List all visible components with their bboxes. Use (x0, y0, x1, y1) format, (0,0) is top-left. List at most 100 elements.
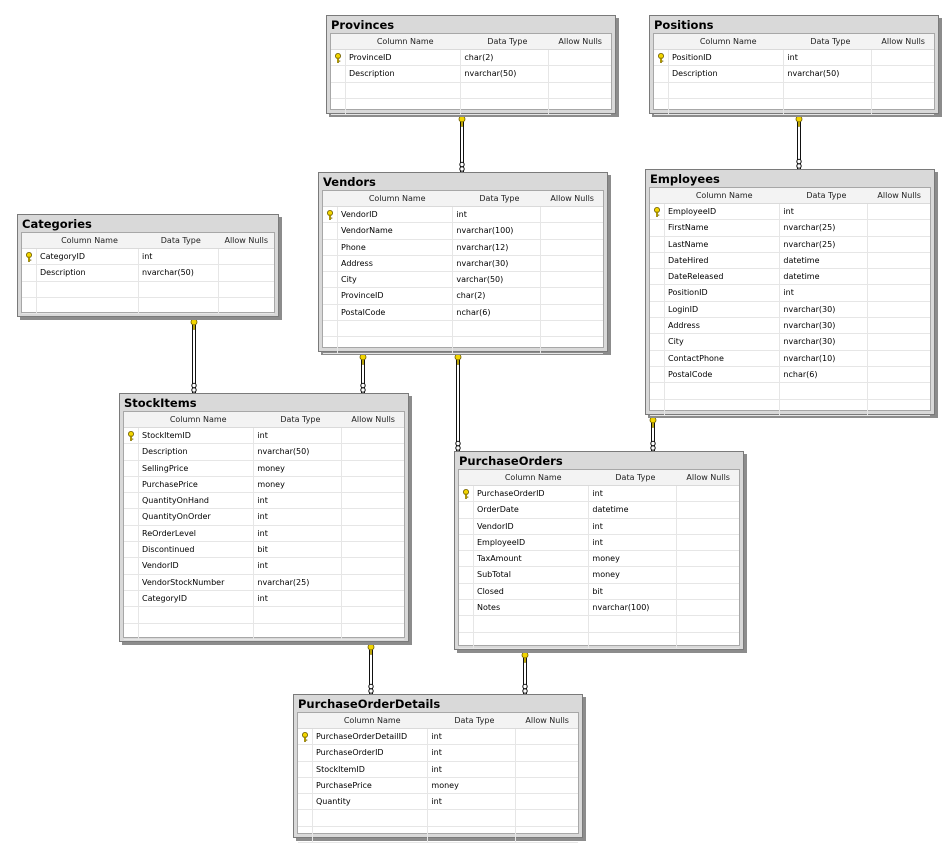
key-cell (459, 567, 474, 583)
empty-row[interactable] (654, 98, 934, 116)
empty-row[interactable] (22, 281, 274, 298)
empty-row[interactable] (124, 607, 404, 624)
empty-row[interactable] (22, 297, 274, 315)
empty-row[interactable] (459, 616, 739, 633)
relationship-many-icon (455, 440, 461, 447)
key-cell (650, 318, 665, 334)
empty-row[interactable] (654, 82, 934, 99)
column-type: nvarchar(100) (453, 223, 542, 239)
allow-nulls-cell (342, 591, 404, 606)
allow-nulls-cell (541, 305, 603, 320)
table-title[interactable]: Vendors (323, 175, 376, 189)
relationship-key-icon (795, 115, 803, 123)
empty-row[interactable] (331, 98, 611, 116)
column-name: QuantityOnOrder (139, 509, 255, 525)
empty-row[interactable] (459, 632, 739, 649)
table-title[interactable]: Provinces (331, 18, 395, 32)
empty-row[interactable] (650, 383, 930, 400)
header-data-type: Data Type (454, 716, 495, 725)
empty-row[interactable] (323, 321, 603, 338)
primary-key-icon (650, 204, 665, 220)
empty-row[interactable] (298, 810, 578, 827)
relationship-key-stem (798, 121, 801, 127)
column-type: nchar(6) (453, 304, 542, 321)
table-title[interactable]: Categories (22, 217, 92, 231)
column-name (338, 321, 454, 337)
table-title[interactable]: Employees (650, 172, 720, 186)
empty-row[interactable] (323, 337, 603, 354)
empty-row[interactable] (331, 82, 611, 99)
allow-nulls-cell (342, 428, 404, 443)
allow-nulls-cell (219, 265, 274, 280)
empty-row[interactable] (650, 399, 930, 416)
table-title[interactable]: PurchaseOrderDetails (298, 697, 441, 711)
table-title[interactable]: PurchaseOrders (459, 454, 563, 468)
empty-row[interactable] (298, 826, 578, 844)
key-cell (124, 542, 139, 558)
table-title[interactable]: Positions (654, 18, 714, 32)
column-type (784, 98, 873, 115)
table-title[interactable]: StockItems (124, 396, 197, 410)
relationship-many-icon (650, 440, 656, 447)
allow-nulls-cell (677, 600, 739, 615)
empty-row[interactable] (124, 623, 404, 640)
